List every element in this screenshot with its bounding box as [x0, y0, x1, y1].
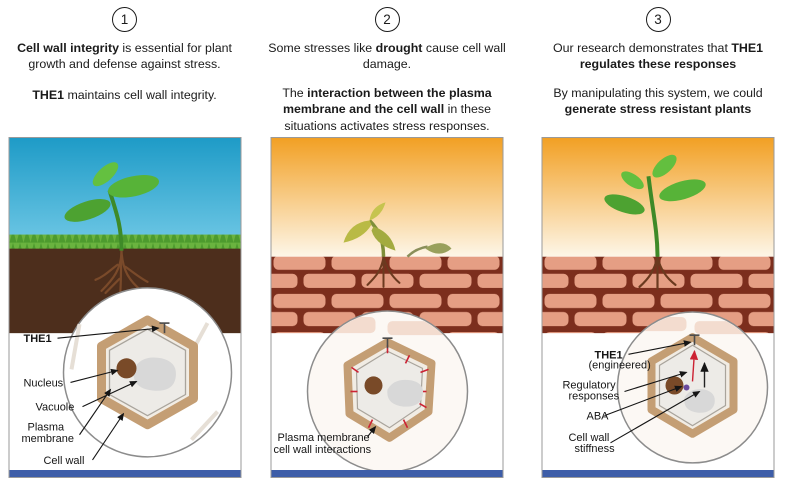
leader-arrows — [604, 340, 701, 444]
step-1-badge: 1 — [112, 7, 137, 32]
vacuole — [132, 357, 176, 391]
footer-bar — [271, 470, 503, 477]
nucleus — [364, 376, 383, 395]
vacuole — [684, 389, 715, 413]
label-nucleus: Nucleus — [23, 377, 63, 389]
text-segment: generate stress resistant plants — [564, 102, 752, 117]
cell-labels: Plasma membrane cell wall interactions — [274, 432, 372, 456]
leader-arrows — [56, 325, 160, 461]
panel-2-illustration-box: Plasma membrane cell wall interactions — [270, 137, 504, 478]
panel-1: 1 Cell wall integrity is essential for p… — [0, 0, 249, 478]
panel-1-text-2: THE1 maintains cell wall integrity. — [4, 87, 245, 103]
text-segment: By manipulating this system, we could — [553, 85, 763, 100]
label-aba: ABA — [587, 411, 610, 423]
panel-2-text-2: The interaction between the plasma membr… — [266, 85, 508, 134]
label-cell-wall-interactions: cell wall interactions — [274, 444, 372, 456]
step-number: 1 — [120, 11, 129, 27]
seedling-icon — [64, 162, 159, 251]
wilted-plant-icon — [343, 202, 396, 257]
the1-receptor-icon — [382, 337, 393, 349]
text-segment: maintains cell wall integrity. — [64, 87, 217, 102]
panel-3: 3 Our research demonstrates that THE1 re… — [528, 0, 787, 478]
roots — [638, 255, 677, 290]
cell-labels: THE1 Nucleus Vacuole Plasma membrane Cel… — [21, 333, 84, 467]
footer-bar — [9, 470, 240, 477]
nucleus — [116, 358, 136, 379]
grass — [9, 234, 240, 250]
regulatory-signal-arrow — [689, 349, 699, 382]
label-cell-wall: Cell wall — [43, 455, 84, 467]
label-plasma-line1: Plasma — [27, 422, 64, 434]
label-the1: THE1 — [23, 333, 51, 345]
label-cell-wall: Cell wall — [569, 432, 610, 444]
label-regulatory: Regulatory — [563, 379, 617, 391]
step-number: 3 — [654, 11, 662, 27]
the1-receptor-icon — [159, 322, 169, 334]
panel-2-text-1: Some stresses like drought cause cell wa… — [266, 40, 508, 73]
panel-3-text-2: By manipulating this system, we could ge… — [532, 85, 784, 118]
step-number: 2 — [383, 11, 391, 27]
label-responses: responses — [569, 391, 620, 403]
label-stiffness: stiffness — [575, 443, 616, 455]
text-segment: The — [282, 85, 308, 100]
label-plasma-membrane: Plasma membrane — [278, 432, 370, 444]
text-segment: Our research demonstrates that — [552, 41, 732, 55]
text-segment: THE1 regulates these responses — [579, 41, 764, 72]
roots — [366, 255, 401, 288]
label-plasma-line2: membrane — [21, 433, 74, 445]
text-segment: drought — [375, 41, 423, 55]
text-segment: THE1 — [32, 87, 65, 102]
text-segment: interaction between the plasma membrane … — [283, 85, 492, 117]
panel-2-illustration: Plasma membrane cell wall interactions — [271, 138, 503, 473]
label-the1: THE1 — [595, 349, 623, 361]
panel-1-text-1: Cell wall integrity is essential for pla… — [4, 40, 245, 73]
footer-bar — [542, 470, 774, 477]
the1-engineered-receptor-icon — [689, 334, 700, 346]
panel-2: 2 Some stresses like drought cause cell … — [262, 0, 512, 478]
leader-arrows — [367, 425, 377, 438]
panel-3-illustration: THE1 (engineered) Regulatory responses A… — [542, 138, 774, 464]
text-segment: cause cell wall damage. — [362, 41, 506, 72]
neighbor-cell-outlines — [69, 322, 219, 442]
panel-3-illustration-box: THE1 (engineered) Regulatory responses A… — [541, 137, 775, 478]
wilted-shoot-icon — [406, 243, 452, 258]
text-segment: in these situations activates stress res… — [284, 102, 491, 133]
panel-1-illustration-box: THE1 Nucleus Vacuole Plasma membrane Cel… — [8, 137, 241, 478]
label-engineered: (engineered) — [589, 359, 651, 371]
text-segment: is essential for plant growth and defens… — [28, 41, 232, 72]
cell-labels: THE1 (engineered) Regulatory responses A… — [563, 349, 651, 455]
label-vacuole: Vacuole — [35, 402, 74, 414]
vacuole — [387, 379, 424, 407]
resistant-plant-icon — [604, 154, 706, 257]
panel-3-text-1: Our research demonstrates that THE1 regu… — [532, 40, 784, 73]
text-segment: Some stresses like — [268, 41, 376, 55]
step-2-badge: 2 — [374, 7, 400, 32]
step-3-badge: 3 — [645, 7, 671, 32]
panel-1-illustration: THE1 Nucleus Vacuole Plasma membrane Cel… — [9, 138, 240, 467]
aba-molecule — [683, 384, 690, 391]
text-segment: Cell wall integrity — [17, 41, 119, 55]
